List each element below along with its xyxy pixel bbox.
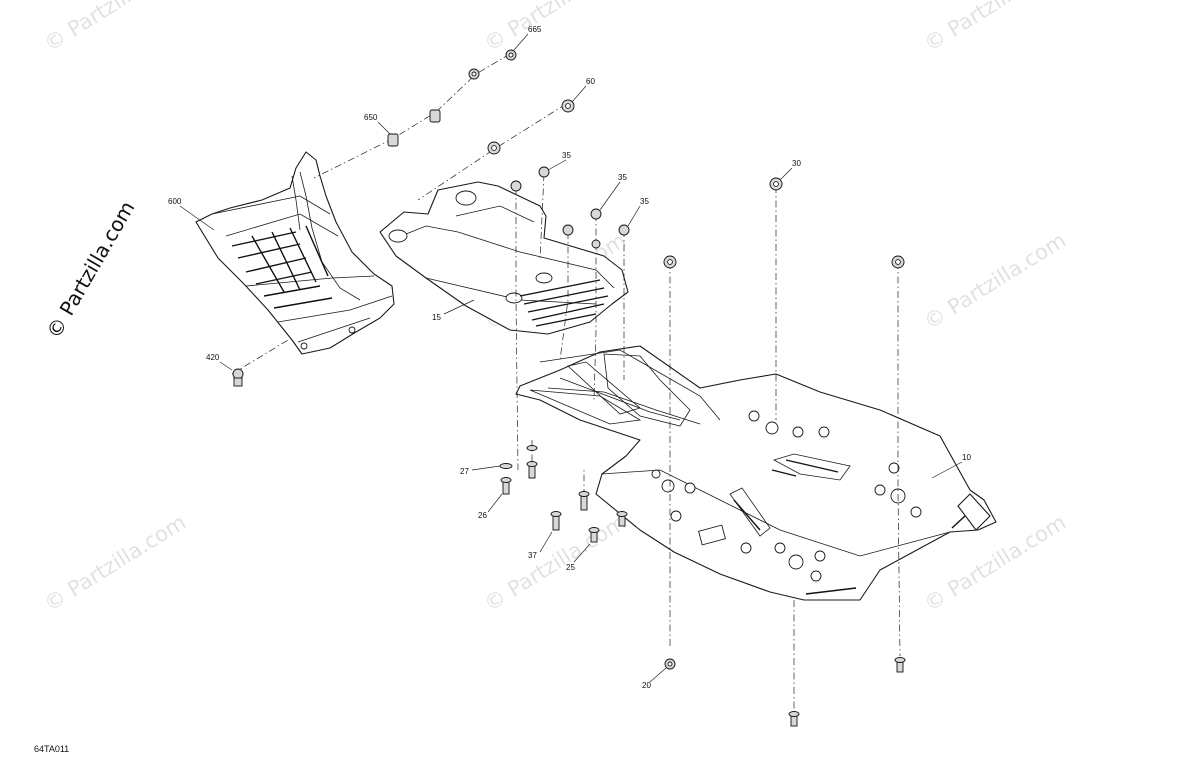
drawing-code: 64TA011	[34, 744, 69, 754]
washer-27-icon	[499, 445, 538, 469]
nut-30-icon	[891, 255, 905, 269]
nut-35-icon	[590, 208, 602, 220]
nut-35-icon	[510, 180, 522, 192]
callout-10: 10	[962, 453, 971, 462]
bolt-bottom-icon	[788, 711, 800, 727]
watermark: © Partzilla.com	[920, 0, 1070, 56]
callout-35: 35	[618, 173, 627, 182]
push-rivet-420-icon	[232, 368, 244, 387]
nut-35-icon	[618, 224, 630, 236]
clip-650-icon	[429, 109, 441, 123]
callout-leaders	[179, 33, 963, 683]
nut-20-icon	[664, 658, 676, 670]
callout-35: 35	[640, 197, 649, 206]
callout-labels: 665 60 650 35 35 35 30 600 15 420 10 27 …	[168, 25, 971, 690]
brand-watermark: © Partzilla.com	[42, 197, 140, 343]
hardware	[232, 49, 906, 727]
callout-35: 35	[562, 151, 571, 160]
callout-37: 37	[528, 551, 537, 560]
callout-665: 665	[528, 25, 542, 34]
part-10-main-skid-plate	[515, 345, 997, 601]
part-600-front-skid-plate	[195, 151, 395, 355]
callout-30: 30	[792, 159, 801, 168]
nut-665-icon	[505, 49, 517, 61]
nut-60-icon	[561, 99, 575, 113]
callout-27: 27	[460, 467, 469, 476]
watermark: © Partzilla.com	[920, 228, 1070, 334]
nut-665-icon	[468, 68, 480, 80]
callout-26: 26	[478, 511, 487, 520]
bolt-26-icon	[500, 477, 512, 495]
nut-30-icon	[769, 177, 783, 191]
bolt-26-icon	[526, 461, 538, 479]
bolt-37-icon	[578, 491, 590, 511]
nut-35-icon	[591, 239, 601, 249]
callout-420: 420	[206, 353, 220, 362]
bolt-bottom-icon	[894, 657, 906, 673]
callout-20: 20	[642, 681, 651, 690]
callout-650: 650	[364, 113, 378, 122]
clip-650-icon	[387, 133, 399, 147]
watermark: © Partzilla.com	[480, 0, 630, 56]
watermark: © Partzilla.com	[40, 510, 190, 616]
nut-60-icon	[487, 141, 501, 155]
watermark: © Partzilla.com	[40, 0, 190, 56]
callout-15: 15	[432, 313, 441, 322]
callout-25: 25	[566, 563, 575, 572]
screw-25-icon	[616, 511, 628, 527]
callout-600: 600	[168, 197, 182, 206]
nut-30-icon	[663, 255, 677, 269]
nut-35-icon	[538, 166, 550, 178]
screw-25-icon	[588, 527, 600, 543]
nut-35-icon	[562, 224, 574, 236]
part-15-middle-skid-plate	[379, 181, 629, 335]
callout-60: 60	[586, 77, 595, 86]
bolt-37-icon	[550, 511, 562, 531]
